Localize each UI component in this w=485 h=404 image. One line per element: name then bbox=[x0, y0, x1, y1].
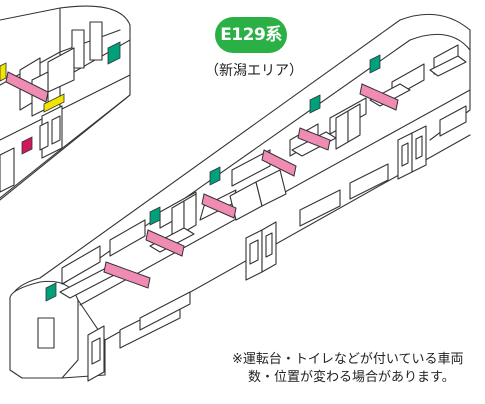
left-car-side-window bbox=[0, 147, 15, 193]
near-side-windows bbox=[119, 105, 467, 349]
far-window-1 bbox=[61, 245, 101, 285]
left-car-priority-sticker bbox=[107, 41, 121, 65]
pink-panel-4 bbox=[261, 149, 297, 177]
near-window-4 bbox=[349, 163, 389, 200]
near-door-3b-window bbox=[415, 135, 423, 160]
model-badge: E129系 bbox=[215, 17, 287, 53]
priority-sticker-4 bbox=[309, 94, 321, 114]
priority-sticker-5 bbox=[369, 54, 381, 74]
left-car-yellow-marker-2 bbox=[43, 93, 65, 113]
footnote-line-2: 数・位置が変わる場合があります。 bbox=[248, 370, 455, 385]
main-car-front-window bbox=[37, 317, 55, 349]
left-car-roof-outline bbox=[0, 5, 131, 201]
left-car-magenta-square bbox=[21, 136, 33, 155]
left-car bbox=[0, 5, 131, 201]
left-car-floor-edge bbox=[0, 94, 131, 199]
left-car-pink-panel bbox=[5, 71, 49, 103]
priority-sticker-1 bbox=[45, 282, 57, 302]
pink-panel-2 bbox=[145, 229, 185, 257]
footnote-line-1: ※運転台・トイレなどが付いている車両 bbox=[232, 352, 464, 367]
near-door-2b-window bbox=[265, 232, 273, 258]
main-car-corner bbox=[77, 299, 106, 376]
far-window-4 bbox=[231, 149, 271, 187]
far-door-1b bbox=[183, 193, 197, 233]
main-car-ceiling-line bbox=[39, 33, 471, 301]
seat-8 bbox=[429, 55, 467, 77]
near-window-3 bbox=[299, 189, 341, 227]
far-door-2a bbox=[335, 110, 349, 150]
left-car-seat-back bbox=[47, 47, 75, 93]
near-window-2 bbox=[139, 291, 191, 331]
seat-5 bbox=[255, 169, 287, 207]
near-door-1a-window bbox=[91, 337, 101, 365]
left-car-yellow-marker-1 bbox=[0, 62, 7, 82]
near-side-doors bbox=[87, 125, 427, 382]
pink-panel-5 bbox=[297, 127, 331, 151]
left-car-door-window-1 bbox=[39, 121, 49, 151]
far-door-2b bbox=[347, 103, 361, 143]
pink-panels bbox=[103, 83, 399, 289]
footnote: ※運転台・トイレなどが付いている車両 数・位置が変わる場合があります。 bbox=[232, 351, 485, 387]
priority-sticker-3 bbox=[209, 166, 221, 186]
pink-panel-6 bbox=[359, 83, 399, 111]
region-label: （新潟エリア） bbox=[205, 63, 303, 79]
pink-panel-3 bbox=[201, 193, 237, 219]
left-car-door-window-2 bbox=[51, 115, 61, 145]
priority-sticker-2 bbox=[149, 206, 161, 226]
left-car-end-window-2 bbox=[89, 21, 103, 61]
far-side-doors bbox=[171, 103, 361, 240]
pink-panel-1 bbox=[103, 261, 151, 289]
far-window-2 bbox=[109, 219, 146, 257]
main-car bbox=[9, 13, 471, 382]
near-window-5 bbox=[439, 105, 467, 137]
near-door-2a-window bbox=[249, 239, 259, 265]
priority-stickers bbox=[45, 54, 381, 302]
near-door-3a-window bbox=[401, 142, 409, 167]
